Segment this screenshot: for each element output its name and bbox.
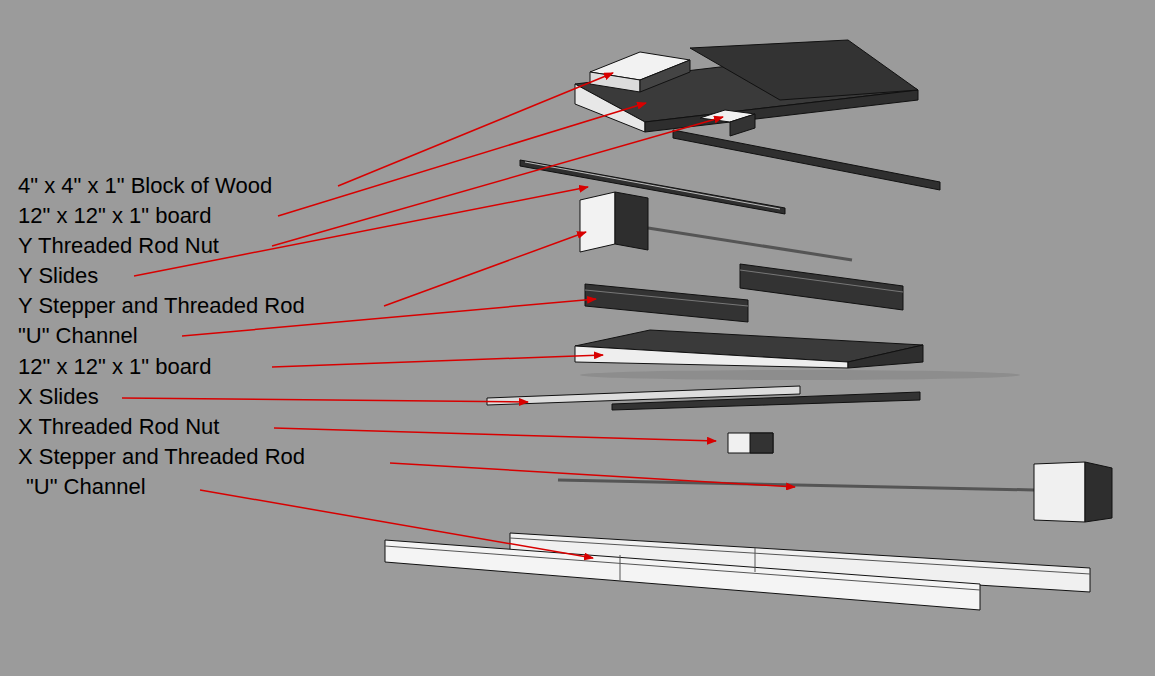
part-label: 12" x 12" x 1" board [18,203,211,229]
part-label: 4" x 4" x 1" Block of Wood [18,173,272,199]
part-label: "U" Channel [18,323,138,349]
part-label: X Threaded Rod Nut [18,414,219,440]
part-label: Y Stepper and Threaded Rod [18,293,305,319]
part-label: "U" Channel [26,474,146,500]
part-label: Y Slides [18,263,98,289]
part-label: Y Threaded Rod Nut [18,233,219,259]
part-label: 12" x 12" x 1" board [18,354,211,380]
part-label: X Stepper and Threaded Rod [18,444,305,470]
part-label: X Slides [18,384,99,410]
